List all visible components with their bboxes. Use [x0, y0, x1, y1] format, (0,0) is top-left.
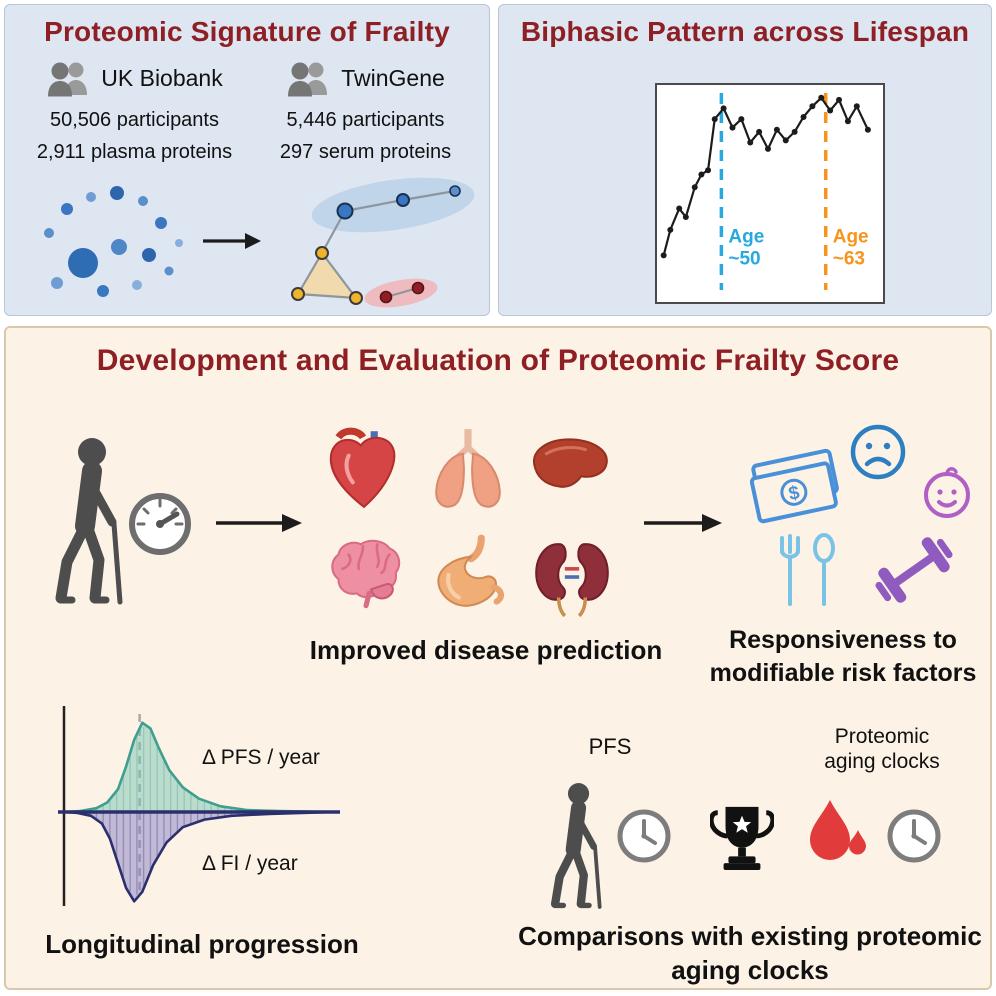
comparison-caption: Comparisons with existing proteomic agin… [518, 921, 982, 985]
heart-icon [329, 427, 396, 508]
lungs-icon [435, 428, 501, 508]
risk-factor-icons: $ [732, 418, 990, 630]
cohort-name: UK Biobank [101, 64, 223, 91]
responsiveness-label: Responsiveness to modifiable risk factor… [709, 626, 977, 687]
cohort-row: UK Biobank 50,506 participants 2,911 pla… [19, 55, 481, 165]
cohort-proteins: 2,911 plasma proteins [36, 141, 233, 163]
elderly-person-cane-icon [55, 438, 123, 605]
fi-per-year-label: Δ FI / year [202, 852, 298, 875]
longitudinal-caption: Longitudinal progression [45, 929, 359, 959]
right-arrow-icon [644, 514, 722, 532]
child-face-icon [924, 467, 970, 518]
cohort-twingene: TwinGene 5,446 participants 297 serum pr… [250, 55, 481, 165]
longitudinal-chart-area: Δ PFS / year Δ FI / year [42, 700, 342, 920]
cohort-uk-biobank: UK Biobank 50,506 participants 2,911 pla… [19, 55, 250, 165]
clock-icon [887, 809, 941, 863]
cohort-participants: 50,506 participants [49, 109, 219, 131]
biphasic-chart-frame: Age~50 Age~63 [655, 83, 885, 304]
longitudinal-area-chart [58, 706, 340, 906]
svg-text:Age~63: Age~63 [833, 227, 869, 270]
blood-drop-icon [810, 800, 866, 860]
panel-title-biphasic: Biphasic Pattern across Lifespan [520, 16, 970, 47]
cohort-participants: 5,446 participants [286, 109, 445, 131]
right-arrow-icon [216, 514, 302, 532]
right-arrow-icon [203, 233, 261, 249]
panel-title-proteomic-signature: Proteomic Signature of Frailty [44, 16, 450, 47]
protein-dots-icon [44, 186, 183, 297]
proteomic-aging-clocks-label: Proteomic aging clocks [824, 725, 940, 774]
organs-grid [312, 412, 624, 630]
pfs-per-year-label: Δ PFS / year [202, 746, 320, 769]
svg-text:$: $ [787, 482, 802, 505]
panel-title-pfs: Development and Evaluation of Proteomic … [96, 344, 900, 377]
elderly-person-cane-icon [550, 783, 602, 909]
liver-icon [533, 437, 608, 488]
cohort-proteins: 297 serum proteins [279, 141, 452, 163]
dumbbell-icon [875, 537, 953, 603]
utensils-icon [780, 533, 835, 606]
network-diagram-icon [291, 177, 475, 308]
panel-proteomic-signature: Proteomic Signature of Frailty UK Bioban… [4, 4, 490, 316]
people-icon [288, 62, 328, 97]
disease-prediction-label: Improved disease prediction [309, 635, 663, 665]
clock-icon [617, 809, 671, 863]
cohort-name: TwinGene [341, 64, 445, 91]
gauge-icon [129, 493, 191, 555]
money-icon: $ [749, 448, 839, 524]
brain-icon [331, 539, 401, 608]
pfs-label: PFS [588, 734, 632, 759]
stomach-icon [437, 534, 505, 607]
sad-face-icon [850, 424, 906, 480]
biphasic-line-chart: Age~50 Age~63 [660, 93, 871, 290]
trophy-icon [710, 806, 774, 870]
panel-pfs-development: Development and Evaluation of Proteomic … [4, 326, 992, 990]
kidneys-icon [535, 542, 609, 617]
people-icon [48, 62, 88, 97]
svg-text:Age~50: Age~50 [728, 227, 764, 270]
